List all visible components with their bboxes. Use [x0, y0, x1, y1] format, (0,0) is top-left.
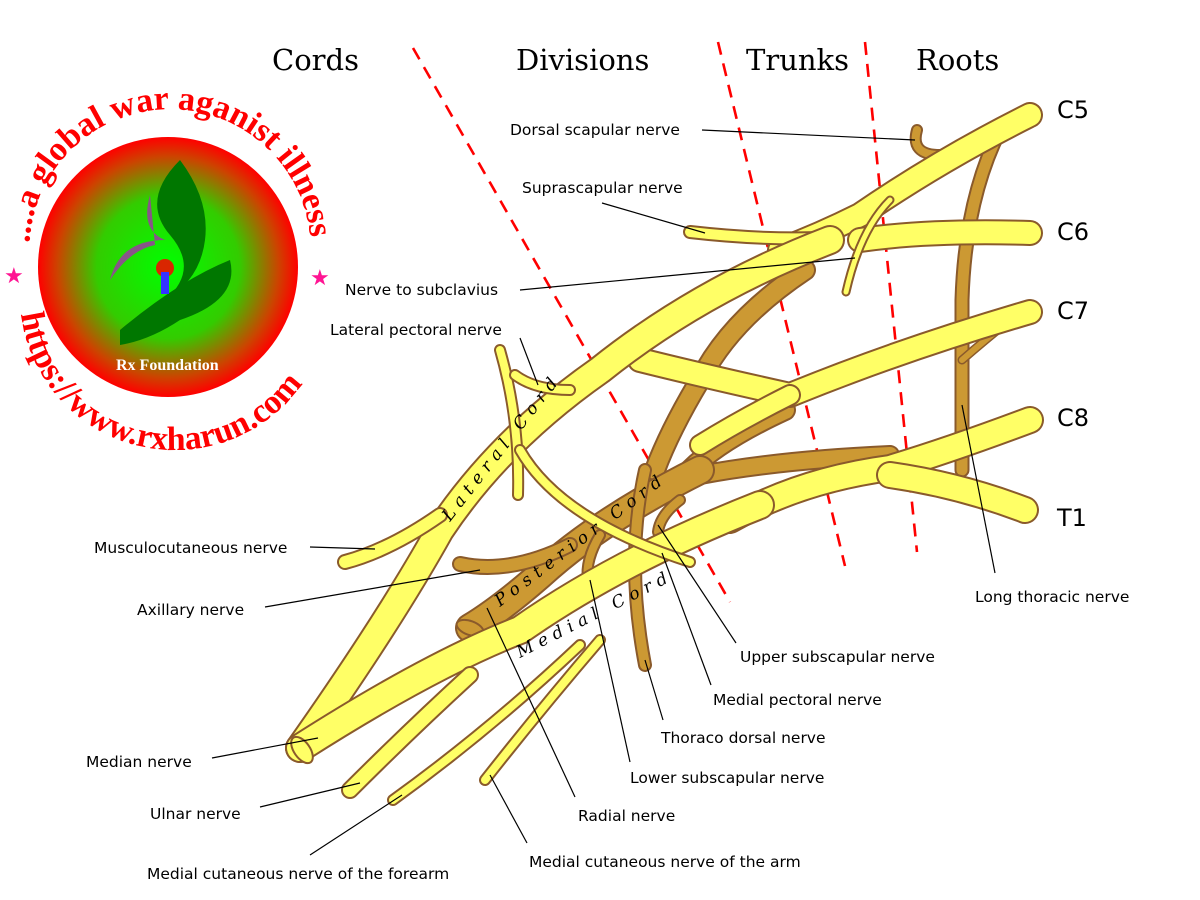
posterior-cord: [455, 455, 715, 643]
medial-cutaneous-forearm-nerve: [387, 639, 586, 806]
logo-name: Rx Foundation: [116, 357, 219, 374]
label-subclavius: Nerve to subclavius: [345, 281, 498, 299]
label-radial: Radial nerve: [578, 807, 675, 825]
axillary-nerve: [452, 537, 578, 575]
star-icon: ★: [4, 263, 24, 288]
label-medial-pectoral: Medial pectoral nerve: [713, 691, 882, 709]
root-c6: C6: [1057, 218, 1089, 246]
label-med-cut-arm: Medial cutaneous nerve of the arm: [529, 853, 801, 871]
label-suprascapular: Suprascapular nerve: [522, 179, 683, 197]
label-dorsal-scapular: Dorsal scapular nerve: [510, 121, 680, 139]
middle-trunk: [627, 299, 1043, 456]
medial-cord: [285, 490, 775, 765]
leader-lines: [211, 129, 996, 856]
nerve-to-subclavius: [841, 195, 895, 297]
label-upper-subscapular: Upper subscapular nerve: [740, 648, 935, 666]
label-long-thoracic: Long thoracic nerve: [975, 588, 1129, 606]
medial-cutaneous-arm-nerve: [479, 634, 606, 786]
lateral-cord-label: Lateral Cord: [438, 370, 566, 526]
root-t1: T1: [1056, 504, 1087, 532]
label-axillary: Axillary nerve: [137, 601, 244, 619]
label-lateral-pectoral: Lateral pectoral nerve: [330, 321, 502, 339]
lateral-cord: [285, 225, 845, 763]
header-divisions: Divisions: [516, 43, 649, 77]
label-thoracodorsal: Thoraco dorsal nerve: [660, 729, 826, 747]
header-cords: Cords: [272, 43, 359, 77]
root-c8: C8: [1057, 404, 1089, 432]
label-med-cut-forearm: Medial cutaneous nerve of the forearm: [147, 865, 449, 883]
flame-hand-icon: [110, 160, 232, 345]
musculocutaneous-nerve: [337, 507, 448, 570]
anterior-nerves: [285, 102, 1044, 806]
star-icon: ★: [310, 265, 330, 290]
header-trunks: Trunks: [746, 43, 849, 77]
label-lower-subscapular: Lower subscapular nerve: [630, 769, 824, 787]
header-roots: Roots: [916, 43, 999, 77]
upper-subscapular-nerve: [652, 494, 686, 538]
label-musculocutaneous: Musculocutaneous nerve: [94, 539, 287, 557]
pectoral-loop: [494, 344, 696, 568]
label-median: Median nerve: [86, 753, 192, 771]
label-ulnar: Ulnar nerve: [150, 805, 241, 823]
root-c7: C7: [1057, 297, 1089, 325]
root-c5: C5: [1057, 96, 1089, 124]
ulnar-nerve: [341, 666, 479, 799]
